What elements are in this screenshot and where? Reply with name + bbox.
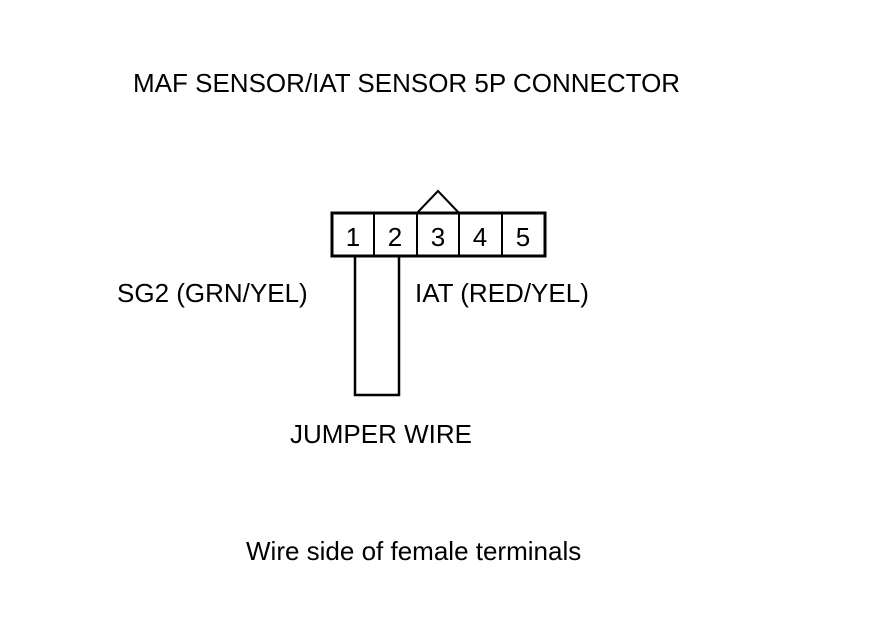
- connector-housing: [330, 211, 547, 258]
- iat-wire-label: IAT (RED/YEL): [415, 278, 589, 308]
- pin-4-label: 4: [473, 222, 487, 252]
- pin-labels: 1 2 3 4 5: [346, 222, 530, 252]
- pin-1-label: 1: [346, 222, 360, 252]
- diagram-title: MAF SENSOR/IAT SENSOR 5P CONNECTOR: [133, 68, 681, 98]
- diagram-caption: Wire side of female terminals: [246, 536, 582, 566]
- jumper-wire-line: [353, 257, 401, 397]
- jumper-wire-label: JUMPER WIRE: [290, 419, 472, 449]
- pin-dividers: [373, 213, 503, 256]
- connector-key-tab: [416, 189, 460, 214]
- pin-3-label: 3: [431, 222, 445, 252]
- pin-2-label: 2: [388, 222, 402, 252]
- pin-5-label: 5: [516, 222, 530, 252]
- sg2-wire-label: SG2 (GRN/YEL): [117, 278, 308, 308]
